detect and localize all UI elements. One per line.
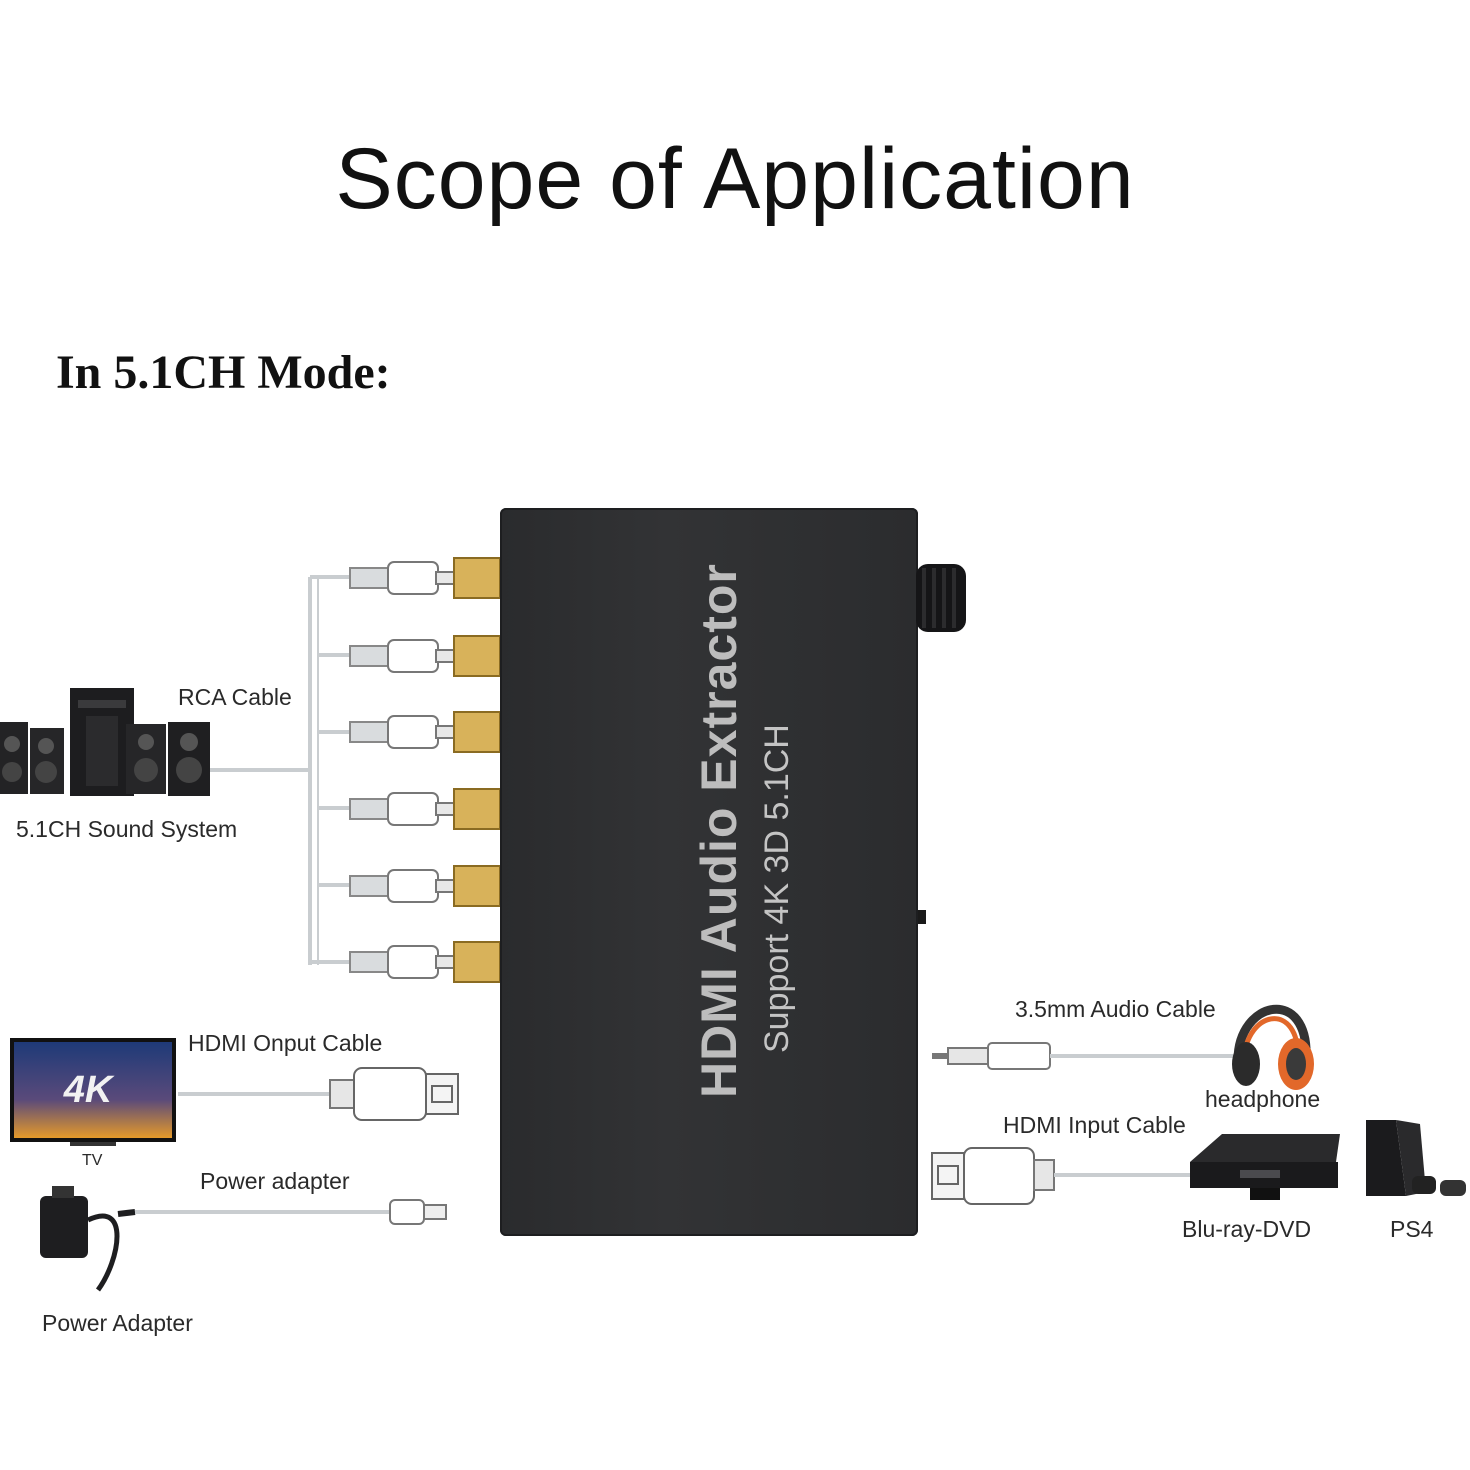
power-adapter-icon <box>40 1186 136 1292</box>
hdmi-output-cable-label: HDMI Onput Cable <box>188 1030 383 1056</box>
device-subtitle: Support 4K 3D 5.1CH <box>758 724 796 1053</box>
hdmi-input-cable <box>931 1147 1192 1205</box>
power-adapter-cable <box>135 1199 447 1225</box>
rca-plug-4 <box>349 788 501 830</box>
rca-plug-5 <box>349 865 501 907</box>
ps4-label: PS4 <box>1390 1216 1434 1242</box>
volume-knob-icon <box>916 564 966 632</box>
power-adapter-label: Power Adapter <box>42 1310 193 1336</box>
rca-plug-1 <box>349 557 501 599</box>
rca-plug-3 <box>349 711 501 753</box>
power-adapter-cable-label: Power adapter <box>200 1168 350 1194</box>
sound-system-icon <box>0 688 210 796</box>
audio-cable <box>932 1042 1235 1070</box>
rca-plugs <box>349 557 501 983</box>
page-title: Scope of Application <box>335 131 1135 227</box>
device-name: HDMI Audio Extractor <box>691 563 747 1098</box>
ps4-icon <box>1366 1120 1466 1196</box>
bluray-label: Blu-ray-DVD <box>1182 1216 1312 1242</box>
bluray-player-icon <box>1190 1134 1340 1200</box>
rca-cable-tree <box>210 575 350 965</box>
tv-label: TV <box>82 1152 103 1169</box>
hdmi-output-cable <box>178 1067 459 1121</box>
sound-system-label: 5.1CH Sound System <box>16 816 238 842</box>
audio-cable-label: 3.5mm Audio Cable <box>1015 996 1216 1022</box>
tv-screen-text: 4K <box>63 1069 115 1111</box>
mode-heading: In 5.1CH Mode: <box>56 346 391 399</box>
tv-icon: 4K <box>10 1038 176 1146</box>
headphone-icon <box>1232 1004 1314 1090</box>
rca-plug-6 <box>349 941 501 983</box>
rca-cable-label: RCA Cable <box>178 684 292 710</box>
audio-extractor-device: HDMI Audio Extractor Support 4K 3D 5.1CH <box>500 508 918 1236</box>
hdmi-input-cable-label: HDMI Input Cable <box>1003 1112 1186 1138</box>
device-side-switch <box>918 910 926 924</box>
rca-plug-2 <box>349 635 501 677</box>
headphone-label: headphone <box>1205 1086 1321 1112</box>
